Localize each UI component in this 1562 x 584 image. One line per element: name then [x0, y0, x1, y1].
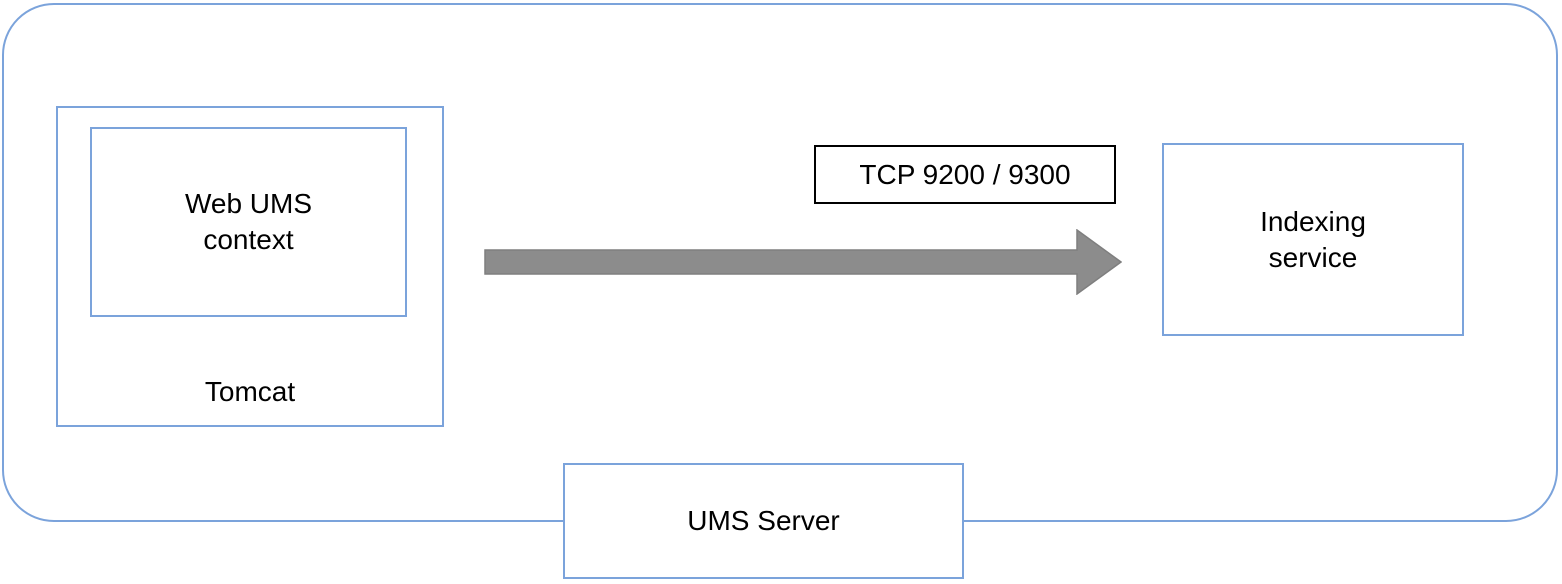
tomcat-to-indexing-arrow — [484, 229, 1122, 295]
tcp-port-label-box[interactable]: TCP 9200 / 9300 — [814, 145, 1116, 204]
tomcat-label: Tomcat — [204, 376, 296, 407]
web-ums-context-label: Web UMS context — [184, 188, 313, 255]
tcp-port-label: TCP 9200 / 9300 — [859, 158, 1071, 190]
web-ums-context-node[interactable]: Web UMS context — [90, 127, 407, 317]
ums-server-label: UMS Server — [687, 505, 840, 536]
block-arrow-icon — [484, 229, 1122, 295]
ums-server-node[interactable]: UMS Server — [563, 463, 964, 579]
indexing-service-label: Indexing service — [1260, 205, 1366, 273]
indexing-service-node[interactable]: Indexing service — [1162, 143, 1464, 336]
